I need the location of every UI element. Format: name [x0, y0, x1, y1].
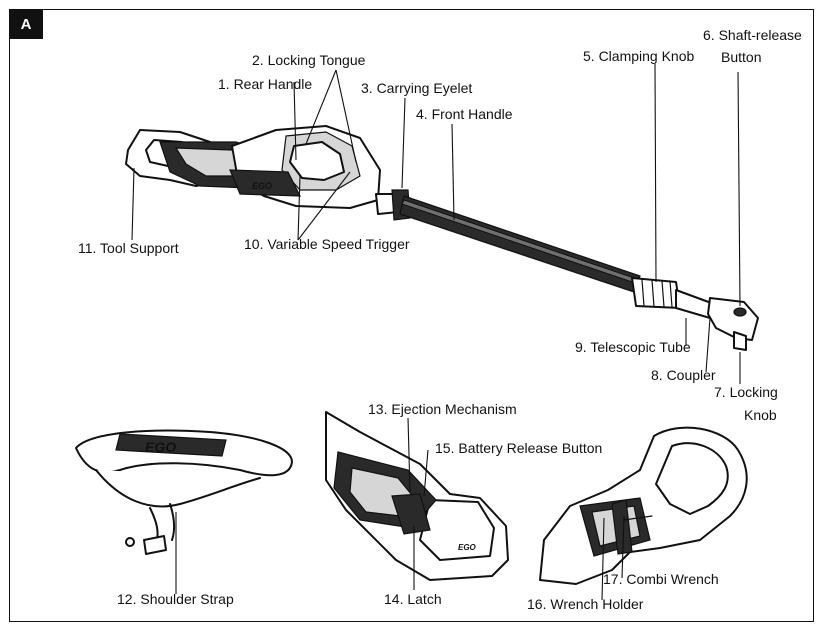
label-shoulder-strap: 12. Shoulder Strap	[117, 591, 234, 607]
label-rear-handle: 1. Rear Handle	[218, 76, 312, 92]
tool-logo: EGO	[252, 181, 272, 191]
label-locking-knob-line1: 7. Locking	[714, 384, 778, 400]
label-combi-wrench: 17. Combi Wrench	[603, 571, 719, 587]
label-clamping-knob: 5. Clamping Knob	[583, 48, 695, 64]
label-front-handle: 4. Front Handle	[416, 106, 513, 122]
label-ejection-mechanism: 13. Ejection Mechanism	[368, 401, 517, 417]
strap-logo: EGO	[145, 439, 176, 455]
label-locking-knob-line2: Knob	[744, 407, 777, 423]
callout-labels: 2. Locking Tongue 1. Rear Handle 3. Carr…	[78, 27, 802, 612]
label-wrench-holder: 16. Wrench Holder	[527, 596, 644, 612]
figure-frame	[9, 9, 814, 622]
label-shaft-release-line1: 6. Shaft-release	[703, 27, 802, 43]
battery-bay-illustration: EGO	[325, 411, 509, 581]
label-locking-tongue: 2. Locking Tongue	[252, 52, 366, 68]
label-coupler: 8. Coupler	[651, 367, 716, 383]
label-battery-release-button: 15. Battery Release Button	[435, 440, 602, 456]
shoulder-strap-illustration: EGO	[75, 429, 293, 555]
label-variable-speed-trigger: 10. Variable Speed Trigger	[244, 236, 410, 252]
figure-badge: A	[9, 9, 43, 39]
handle-wrench-illustration	[539, 426, 748, 585]
label-tool-support: 11. Tool Support	[78, 240, 179, 256]
label-shaft-release-line2: Button	[721, 49, 761, 65]
leader-lines	[131, 63, 741, 601]
label-latch: 14. Latch	[384, 591, 442, 607]
housing-logo: EGO	[458, 543, 477, 552]
label-carrying-eyelet: 3. Carrying Eyelet	[361, 80, 472, 96]
main-tool-illustration: EGO	[125, 125, 759, 351]
label-telescopic-tube: 9. Telescopic Tube	[575, 339, 691, 355]
